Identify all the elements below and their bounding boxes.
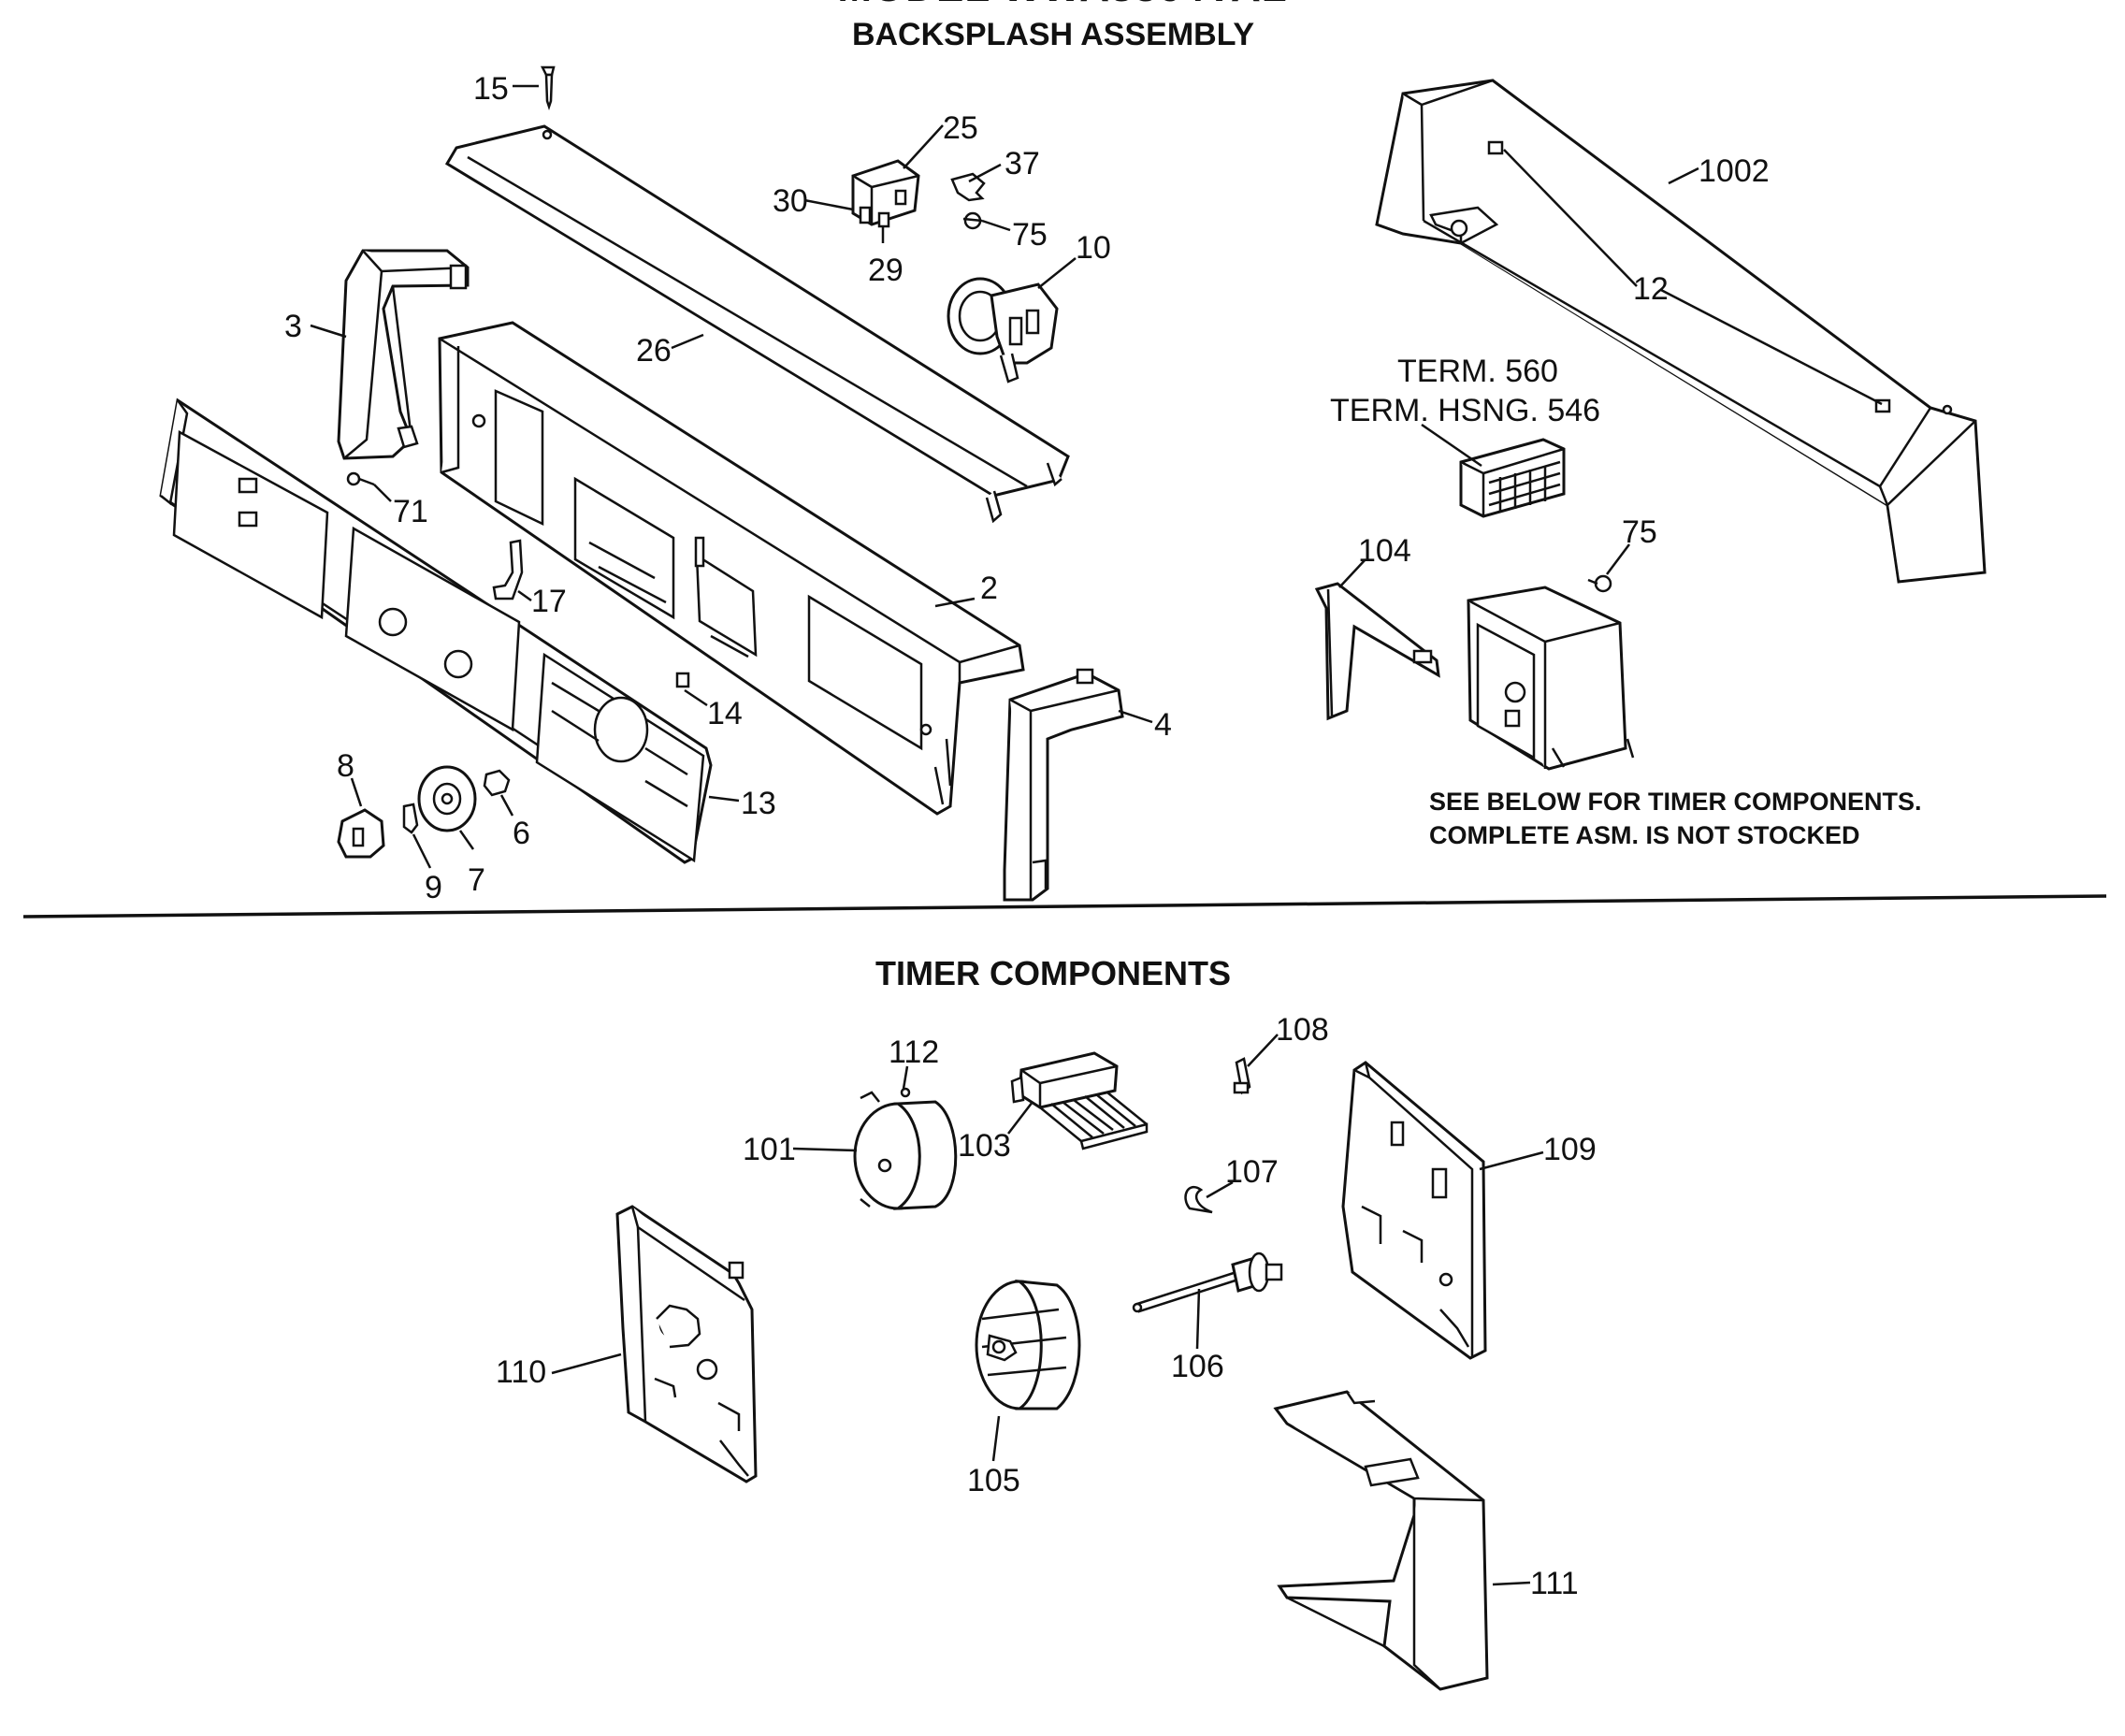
- part-3-left-end-cap: [337, 249, 470, 460]
- label-13: 13: [741, 786, 776, 821]
- timer-assembly: [1467, 586, 1635, 771]
- part-111-cover: [1273, 1390, 1489, 1691]
- leader-lines: [310, 84, 1883, 1586]
- label-107: 107: [1225, 1154, 1279, 1190]
- label-7: 7: [468, 862, 485, 898]
- terminal-housing: [1459, 438, 1566, 518]
- label-101: 101: [743, 1132, 796, 1167]
- label-112: 112: [889, 1034, 939, 1070]
- label-30: 30: [773, 183, 808, 219]
- label-110: 110: [496, 1354, 546, 1390]
- label-10: 10: [1076, 230, 1111, 266]
- part-17-clip: [492, 539, 524, 600]
- part-2-panel-frame: [438, 321, 1025, 816]
- label-17: 17: [531, 584, 567, 619]
- label-106: 106: [1171, 1349, 1224, 1384]
- note-line-2: COMPLETE ASM. IS NOT STOCKED: [1429, 821, 1860, 849]
- part-104-bracket: [1314, 582, 1440, 721]
- label-12: 12: [1633, 271, 1669, 307]
- label-109: 109: [1543, 1132, 1597, 1167]
- part-71-screw: [346, 471, 375, 486]
- part-103-connector: [1010, 1051, 1149, 1150]
- part-26-top-cover: [444, 124, 1070, 524]
- label-104: 104: [1358, 533, 1411, 569]
- part-37-clip: [950, 172, 986, 202]
- label-6: 6: [513, 816, 530, 851]
- label-103: 103: [958, 1128, 1011, 1164]
- note-line-1: SEE BELOW FOR TIMER COMPONENTS.: [1429, 788, 1922, 816]
- label-15: 15: [473, 71, 509, 107]
- part-number-labels: 15 25 37 30 75 29 10 3 26 2 71 17 14 13 …: [284, 71, 1922, 1601]
- part-14-clip: [675, 672, 690, 688]
- label-4: 4: [1154, 707, 1172, 743]
- label-71: 71: [393, 494, 428, 529]
- label-8: 8: [337, 748, 354, 784]
- section-title-backsplash: BACKSPLASH ASSEMBLY: [851, 17, 1255, 52]
- part-8-knob: [337, 808, 385, 859]
- label-9: 9: [425, 870, 442, 905]
- label-25: 25: [943, 110, 978, 146]
- part-109-side-plate: [1341, 1061, 1487, 1360]
- part-108-clip: [1233, 1057, 1251, 1095]
- part-110-main-plate: [615, 1205, 758, 1483]
- part-7-dial: [417, 765, 477, 832]
- label-75-right: 75: [1622, 514, 1657, 550]
- label-3: 3: [284, 309, 302, 344]
- label-105: 105: [967, 1463, 1020, 1498]
- label-2: 2: [980, 571, 998, 606]
- label-26: 26: [636, 333, 672, 369]
- part-25-switch: [851, 159, 920, 228]
- part-4-right-end-cap: [1003, 668, 1124, 902]
- part-1002-backsplash-housing: [1375, 79, 1987, 584]
- label-1002: 1002: [1699, 153, 1770, 189]
- label-14: 14: [707, 696, 743, 731]
- label-111: 111: [1530, 1566, 1579, 1601]
- part-9-spring: [402, 803, 419, 834]
- label-29: 29: [868, 253, 903, 288]
- part-75-screw-top: [962, 211, 983, 230]
- model-title: MODEL WWA8364VAL: [0, 0, 2125, 11]
- part-106-shaft: [1132, 1251, 1283, 1313]
- part-107-spring-clip: [1184, 1185, 1213, 1214]
- label-term-housing: TERM. HSNG. 546: [1330, 393, 1600, 428]
- part-10-pressure-switch: [947, 277, 1059, 383]
- section-divider: [22, 894, 2107, 919]
- part-75-screw-right: [1587, 574, 1612, 593]
- part-13-front-panel: [159, 398, 713, 864]
- part-6-bushing: [483, 769, 511, 797]
- part-101-timer-motor: [853, 1087, 958, 1210]
- label-75-top: 75: [1012, 217, 1048, 253]
- label-108: 108: [1276, 1012, 1329, 1048]
- section-title-timer: TIMER COMPONENTS: [875, 954, 1231, 992]
- part-105-cam: [975, 1279, 1081, 1410]
- label-term: TERM. 560: [1397, 354, 1558, 389]
- part-15-screw: [540, 65, 556, 110]
- label-37: 37: [1005, 146, 1040, 181]
